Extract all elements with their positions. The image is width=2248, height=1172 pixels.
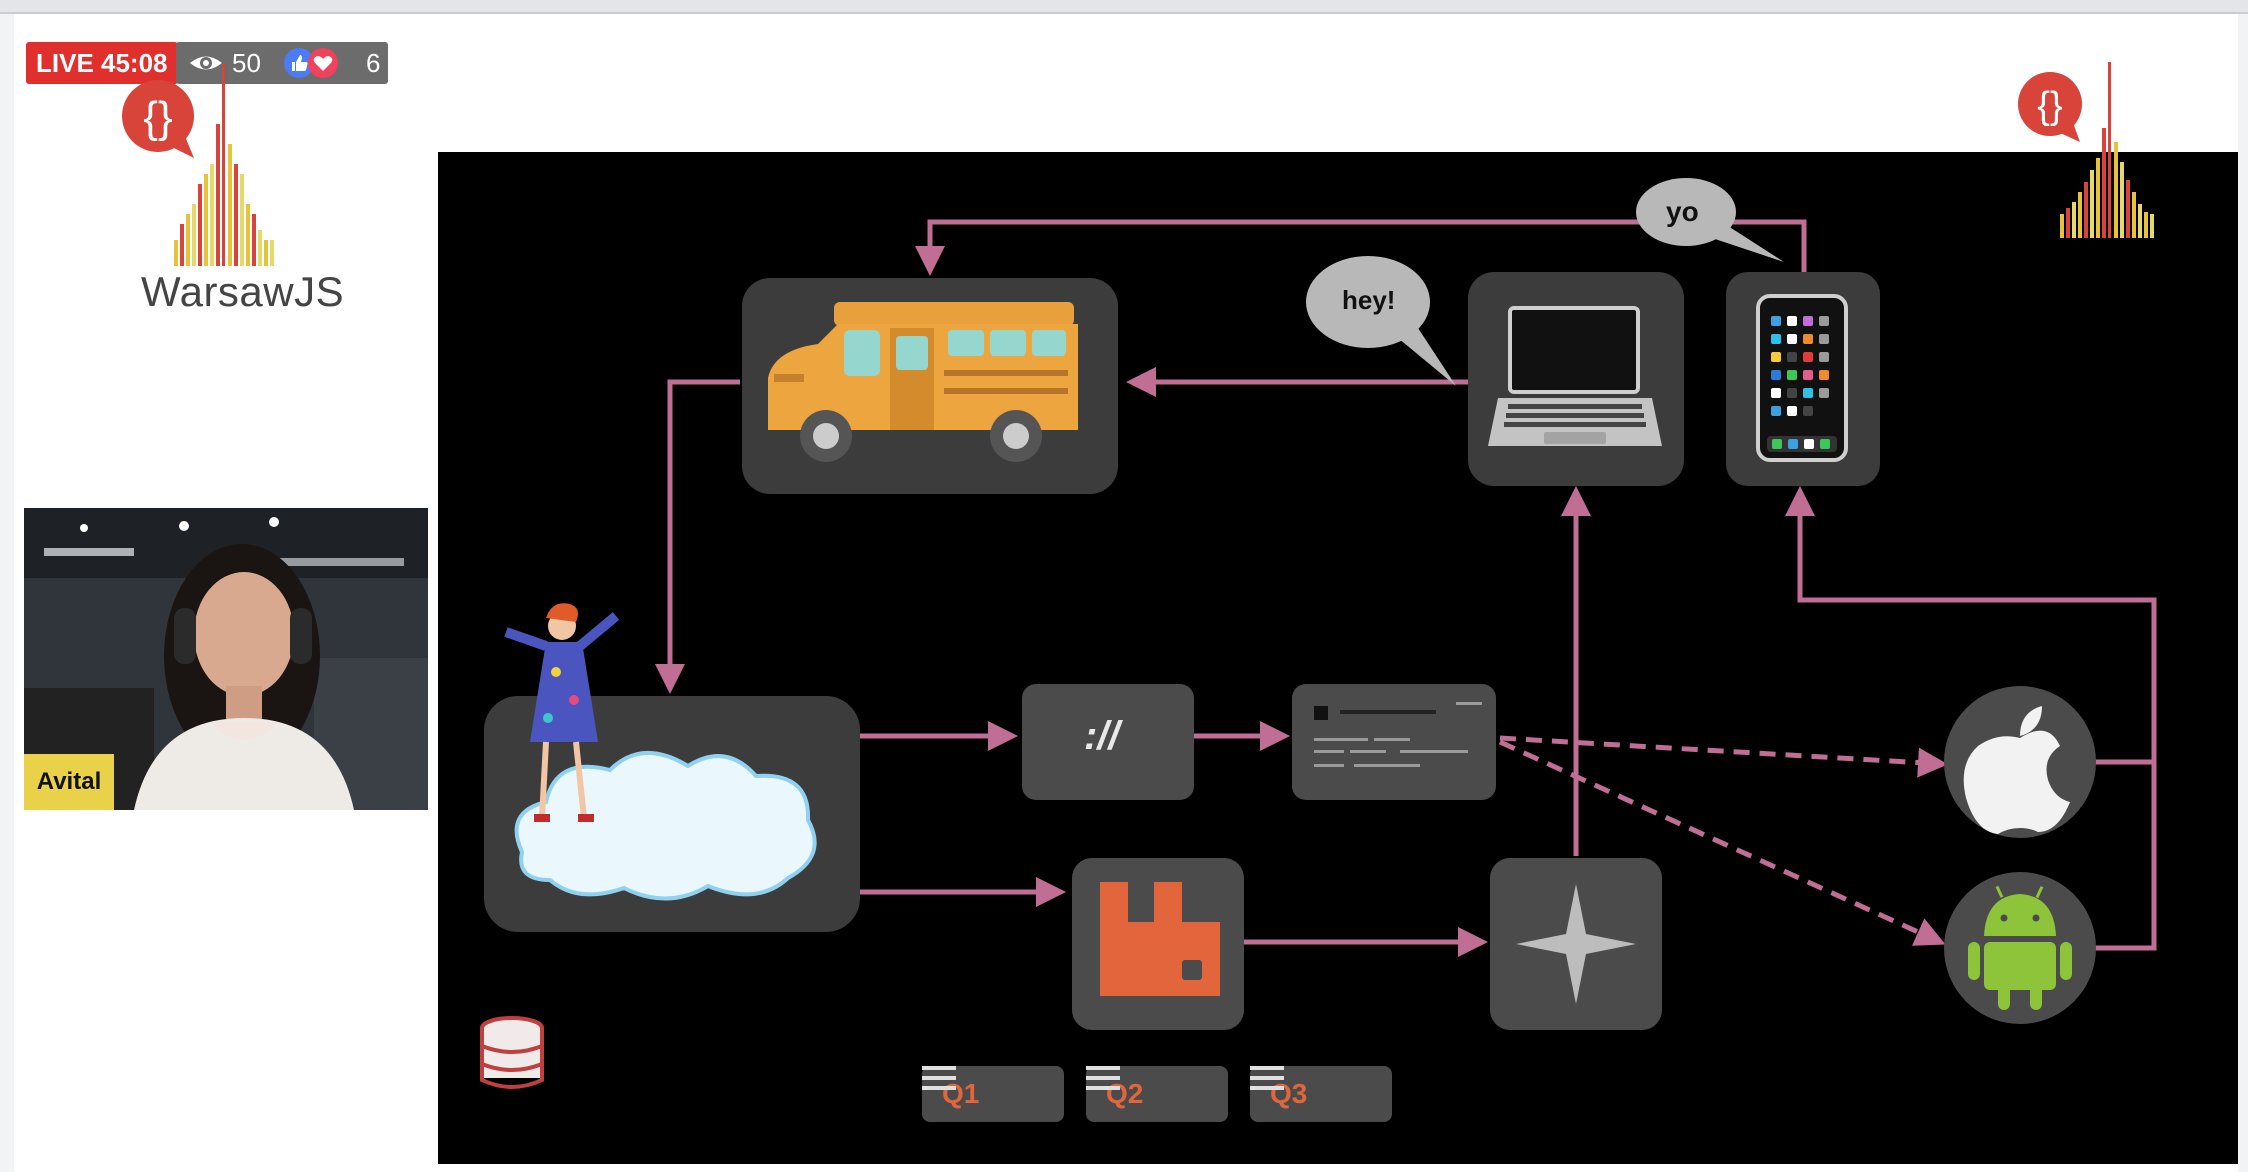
left-gutter	[0, 14, 14, 1172]
speaker-video: Avital	[24, 508, 428, 810]
svg-text:{}: {}	[2037, 85, 2062, 127]
line-android-to-bus	[2090, 762, 2157, 951]
warsawjs-corner-logo-icon: {}	[2018, 62, 2154, 238]
menu-lines-icon	[1086, 1066, 1120, 1090]
arrow-card-to-android	[1498, 739, 1946, 946]
speaker-video-frame	[24, 508, 428, 810]
presentation-slide: hey! yo :// Q1 Q2 Q3	[438, 152, 2238, 1164]
hey-bubble-text: hey!	[1342, 285, 1396, 315]
teacher-illustration-icon	[504, 603, 620, 822]
yo-speech-bubble	[1636, 178, 1736, 246]
queue-label: Q1	[942, 1078, 980, 1109]
right-gutter	[2238, 14, 2248, 1172]
api-label: ://	[1084, 714, 1120, 758]
hey-speech-bubble	[1306, 256, 1430, 348]
arrow-bus-to-cloud	[655, 379, 740, 694]
browser-top-bar	[0, 0, 2248, 14]
cloud-icon	[514, 751, 817, 901]
heart-icon	[308, 48, 338, 78]
queue-label: Q2	[1106, 1078, 1144, 1109]
queue-label: Q3	[1270, 1078, 1308, 1109]
arrow-push-to-phone	[1785, 486, 2157, 765]
queue-q3: Q3	[1250, 1066, 1392, 1122]
event-name: WarsawJS	[141, 268, 345, 315]
menu-lines-icon	[922, 1066, 956, 1090]
notification-card-node	[1292, 684, 1496, 800]
warsawjs-logo-icon: {}	[122, 64, 274, 266]
yo-bubble-text: yo	[1666, 196, 1699, 227]
phone-icon	[1756, 294, 1848, 462]
database-icon	[480, 1016, 544, 1089]
api-node	[1022, 684, 1194, 800]
viewer-reaction-badge: 50 6	[176, 42, 388, 84]
live-timer-badge: LIVE 45:08	[26, 42, 178, 84]
apple-icon	[1963, 706, 2070, 834]
arrow-card-to-apple	[1499, 735, 1948, 778]
notification-card-icon	[1314, 702, 1482, 767]
menu-lines-icon	[1250, 1066, 1284, 1090]
android-icon	[1968, 885, 2072, 1010]
sparkle-icon	[1516, 884, 1636, 1004]
bus-icon	[768, 302, 1078, 462]
rabbitmq-icon	[1100, 882, 1220, 996]
speaker-name-label: Avital	[24, 754, 114, 810]
laptop-icon	[1488, 306, 1662, 446]
reaction-count: 6	[366, 48, 381, 78]
queue-q2: Q2	[1086, 1066, 1228, 1122]
eye-icon	[190, 56, 222, 70]
viewer-count: 50	[232, 48, 261, 78]
queue-q1: Q1	[922, 1066, 1064, 1122]
svg-text:{}: {}	[143, 93, 172, 142]
